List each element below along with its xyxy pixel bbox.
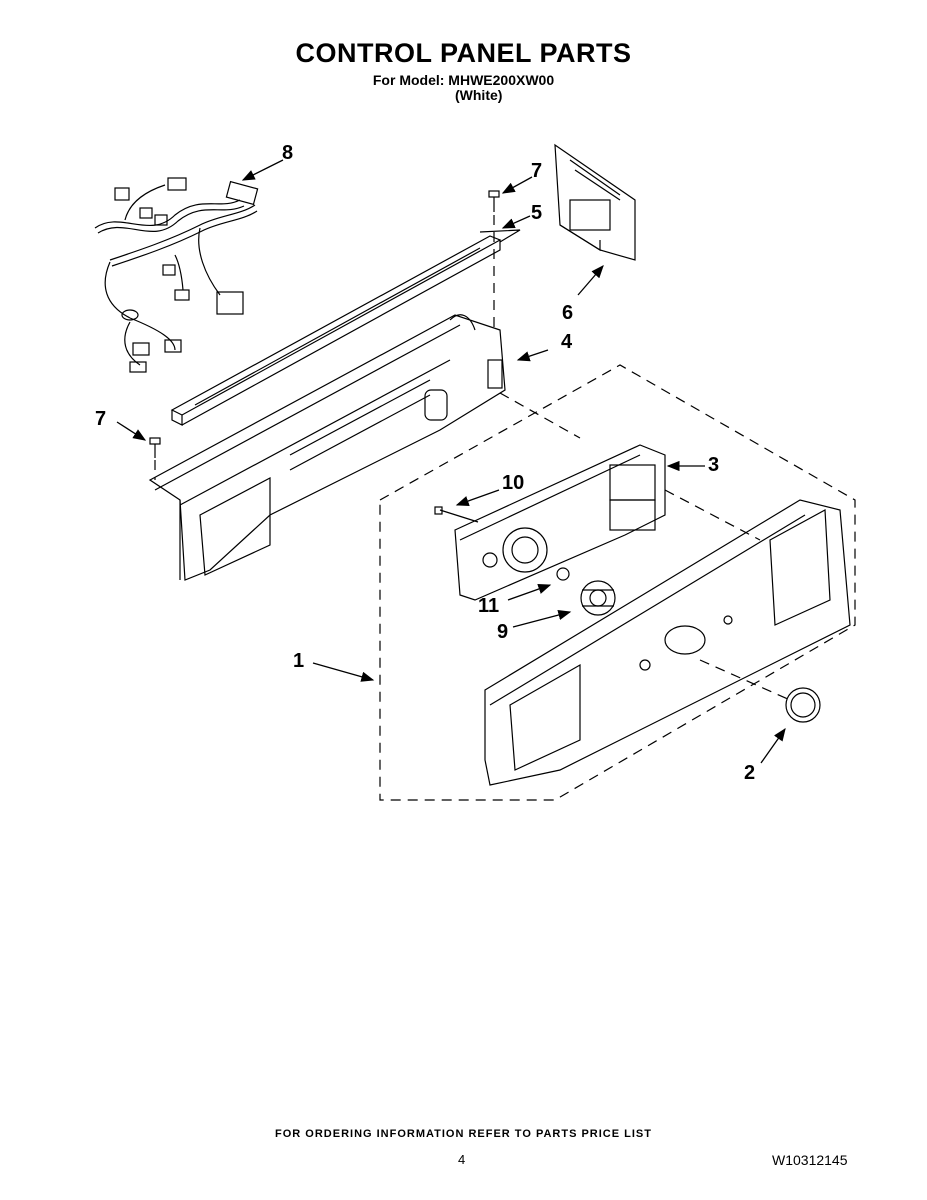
console-panel: [484, 499, 851, 786]
screws: [149, 190, 500, 523]
callout-7-top: 7: [531, 160, 542, 182]
control-bracket: [170, 229, 521, 426]
knob-parts: [580, 580, 616, 616]
callout-6: 6: [562, 302, 573, 324]
callout-1: 1: [293, 650, 304, 672]
knob: [785, 687, 821, 723]
electronic-control: [554, 143, 636, 261]
callout-3: 3: [708, 454, 719, 476]
callout-9: 9: [497, 621, 508, 643]
model-line: For Model: MHWE200XW00: [372, 72, 555, 88]
page-title: CONTROL PANEL PARTS: [295, 38, 632, 68]
callout-4: 4: [561, 331, 573, 353]
callout-2: 2: [744, 762, 755, 784]
document-number: W10312145: [772, 1152, 848, 1168]
callout-5: 5: [531, 202, 542, 224]
console-frame: [148, 314, 506, 581]
callout-10: 10: [502, 472, 524, 494]
assembly-lines: [154, 215, 856, 801]
callout-8: 8: [282, 142, 293, 164]
model-color: (White): [455, 87, 503, 103]
callout-7-left: 7: [95, 408, 106, 430]
callout-11: 11: [478, 595, 499, 617]
page-number: 4: [458, 1152, 466, 1167]
user-interface-board: [454, 444, 666, 601]
ordering-note: FOR ORDERING INFORMATION REFER TO PARTS …: [275, 1128, 652, 1140]
leader-arrows: [116, 159, 786, 764]
wire-harness: [94, 177, 259, 373]
